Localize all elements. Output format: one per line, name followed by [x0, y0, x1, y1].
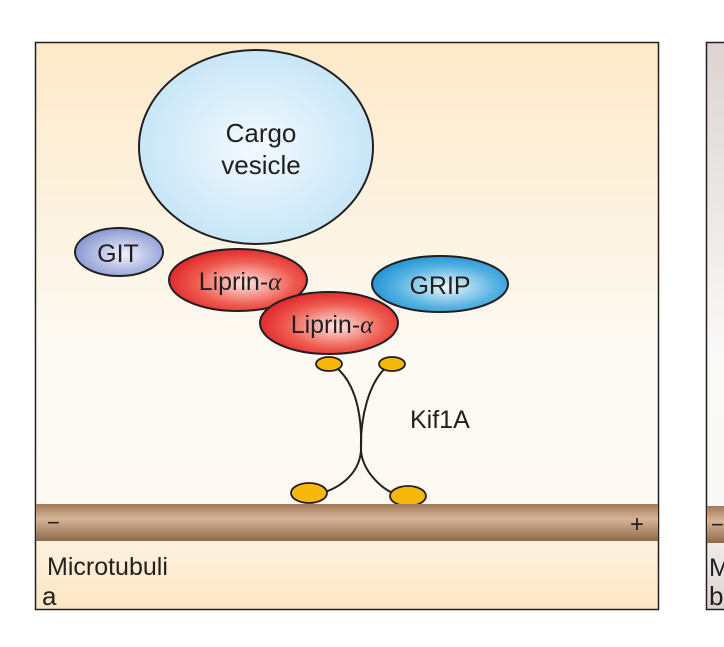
- alpha-symbol: α: [360, 312, 374, 339]
- kif1a-stalk-right: [359, 363, 396, 495]
- minus-end-sign: −: [47, 510, 60, 535]
- grip-protein: [371, 255, 509, 313]
- cargo-label-line2: vesicle: [221, 150, 300, 180]
- kif1a-head-left: [290, 482, 328, 504]
- git-protein: [74, 227, 164, 277]
- panel-letter-b: b: [709, 581, 723, 611]
- kif1a-head-right: [389, 485, 427, 507]
- kif1a-motor: [290, 356, 427, 507]
- panel-b: − M b: [705, 41, 724, 611]
- liprin-top-label: Liprin-α: [199, 268, 282, 296]
- grip-label: GRIP: [409, 272, 470, 300]
- kif1a-tail-left: [315, 356, 343, 372]
- panel-a: Cargo vesicle Kif1A GIT GRIP Liprin-α Li…: [34, 41, 660, 611]
- plus-end-sign: +: [630, 511, 644, 538]
- microtubule-b: [707, 506, 724, 543]
- panel-b-frame: [705, 41, 724, 611]
- cargo-label-line1: Cargo: [226, 118, 297, 148]
- microtubule: [36, 504, 658, 541]
- liprin-alpha-bottom: [259, 291, 399, 355]
- minus-end-sign-b: −: [711, 512, 724, 537]
- microtubule-label: Microtubuli: [47, 553, 168, 581]
- git-label: GIT: [97, 240, 139, 268]
- microtubule-label-b: M: [709, 554, 724, 582]
- liprin-alpha-top: [168, 248, 308, 312]
- liprin-bottom-label: Liprin-α: [291, 311, 374, 339]
- kif1a-tail-right: [378, 356, 406, 372]
- panel-letter-a: a: [42, 581, 57, 611]
- kif1a-label: Kif1A: [410, 406, 470, 434]
- alpha-symbol: α: [268, 269, 282, 296]
- cargo-vesicle: [138, 49, 374, 245]
- liprin-top-text: Liprin-: [199, 268, 268, 296]
- liprin-bottom-text: Liprin-: [291, 311, 360, 339]
